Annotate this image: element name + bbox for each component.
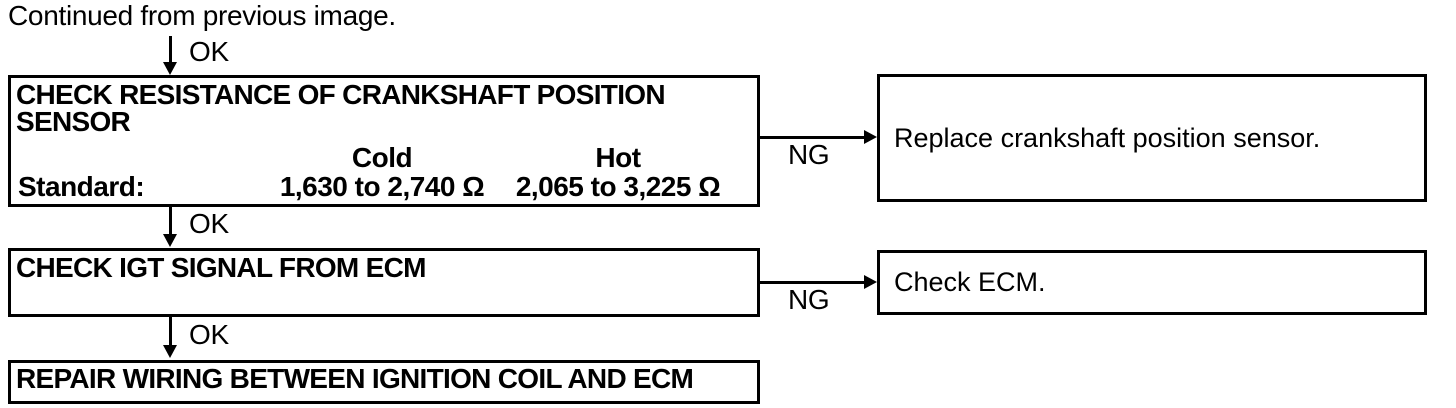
result1-text: Replace crankshaft position sensor. [894,122,1321,153]
ng-label-1: NG [788,139,830,170]
step1-box: CHECK RESISTANCE OF CRANKSHAFT POSITION … [8,75,760,207]
step1-cold-header: Cold [351,142,413,173]
step3-title: REPAIR WIRING BETWEEN IGNITION COIL AND … [16,363,694,394]
step3-box: REPAIR WIRING BETWEEN IGNITION COIL AND … [8,360,760,404]
step1-hot-value: 2,065 to 3,225 Ω [515,171,721,202]
ng-arrow-2-right-arrowhead-icon [864,275,877,289]
ng-arrow-1-line [760,136,865,139]
step1-standard-label: Standard: [18,171,145,202]
ng-label-2: NG [788,284,830,315]
ok-arrow-3-down-arrowhead-icon [163,345,177,358]
step2-title: CHECK IGT SIGNAL FROM ECM [16,252,426,283]
step1-hot-header: Hot [595,142,641,173]
result2-box: Check ECM. [877,250,1427,315]
ng-arrow-1-right-arrowhead-icon [864,130,877,144]
continued-note: Continued from previous image. [8,0,396,31]
step2-box: CHECK IGT SIGNAL FROM ECM [8,248,760,317]
ok-label-1: OK [189,36,229,67]
ok-arrow-1-down-arrowhead-icon [163,62,177,75]
result2-text: Check ECM. [894,267,1046,297]
ok-arrow-3-line [169,317,172,346]
ok-arrow-2-down-arrowhead-icon [163,234,177,247]
step1-cold-value: 1,630 to 2,740 Ω [279,171,485,202]
ok-label-3: OK [189,319,229,350]
ok-label-2: OK [189,208,229,239]
ok-arrow-2-line [169,207,172,235]
result1-box: Replace crankshaft position sensor. [877,74,1427,202]
ng-arrow-2-line [760,281,865,284]
ok-arrow-1-line [169,36,172,63]
step1-title: CHECK RESISTANCE OF CRANKSHAFT POSITION … [16,79,666,137]
